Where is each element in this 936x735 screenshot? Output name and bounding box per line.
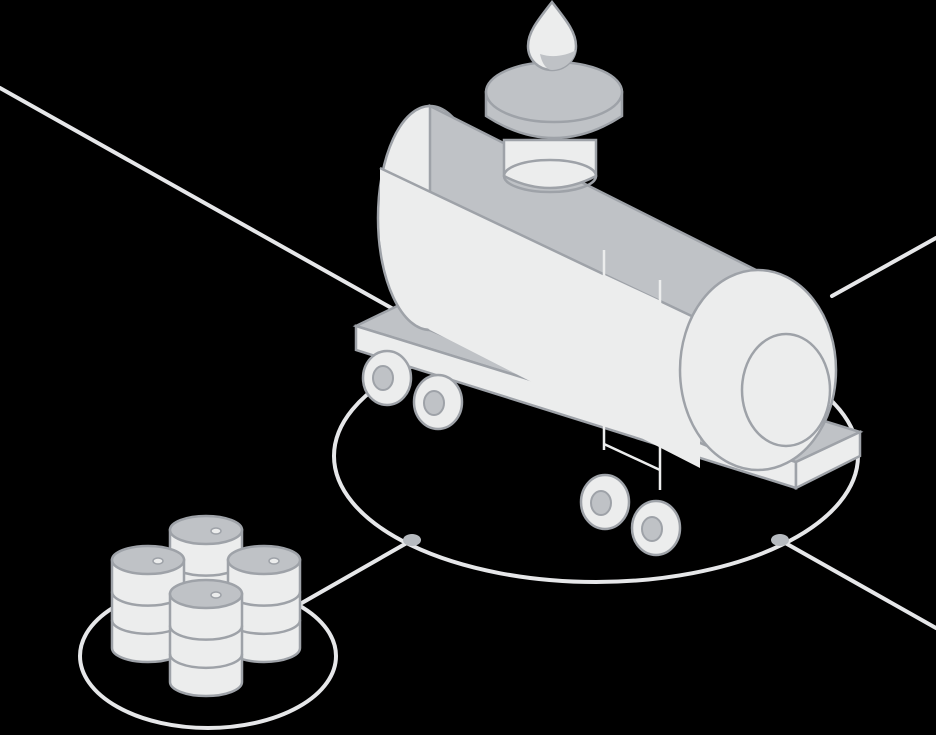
line-to-barrels	[298, 538, 414, 606]
connection-lines	[0, 86, 936, 630]
node-right	[771, 534, 789, 546]
chassis-side-right	[794, 430, 862, 491]
tank-car-icon	[352, 0, 864, 557]
wheel-set-right	[579, 473, 682, 557]
tank-dome	[484, 60, 624, 194]
line-top-left	[0, 86, 397, 312]
line-right-lower	[778, 538, 936, 630]
line-right-upper	[830, 236, 936, 298]
tank-body	[376, 103, 838, 472]
barrel-stack	[110, 514, 302, 698]
barrel-icon	[168, 578, 244, 698]
barrel-icon	[226, 544, 302, 664]
ladder	[602, 250, 662, 490]
oil-drop-icon	[526, 0, 578, 72]
barrel-icon	[110, 544, 186, 664]
wheel-set-left	[361, 349, 464, 431]
node-left	[403, 534, 421, 546]
